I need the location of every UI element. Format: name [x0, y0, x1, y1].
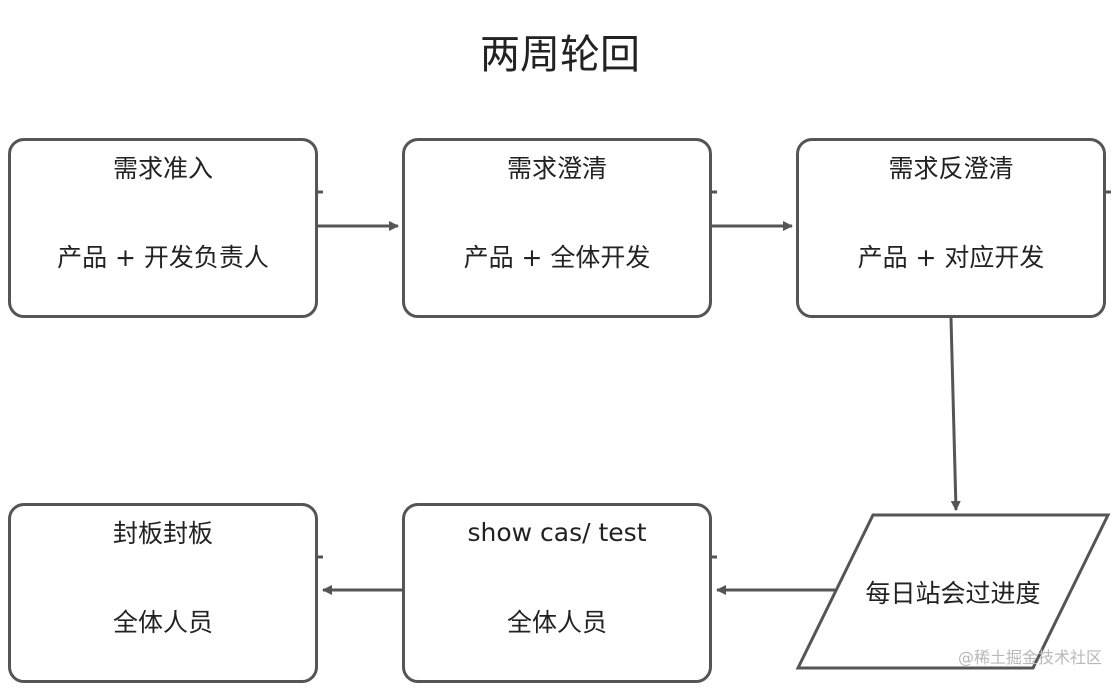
watermark: @稀土掘金技术社区: [957, 648, 1102, 667]
box-showcase-test: show cas/ test 全体人员: [402, 503, 712, 683]
box-body: 全体人员: [506, 607, 607, 637]
box-requirement-admission: 需求准入 产品 + 开发负责人: [8, 138, 318, 318]
box-header: 需求澄清: [506, 154, 607, 183]
parallelogram-label: 每日站会过进度: [865, 579, 1041, 608]
box-header: 需求反澄清: [888, 154, 1014, 183]
box-requirement-clarification: 需求澄清 产品 + 全体开发: [402, 138, 712, 318]
box-body: 产品 + 对应开发: [857, 242, 1045, 272]
box-body: 产品 + 全体开发: [463, 242, 651, 272]
box-header: show cas/ test: [467, 517, 647, 547]
box-code-freeze: 封板封板 全体人员: [8, 503, 318, 683]
box-header: 封板封板: [112, 519, 213, 548]
box-reverse-clarification: 需求反澄清 产品 + 对应开发: [796, 138, 1106, 318]
box-body: 全体人员: [112, 607, 213, 637]
diagram-title: 两周轮回: [480, 32, 640, 78]
arrow-box3-to-parallelogram: [949, 317, 961, 511]
box-body: 产品 + 开发负责人: [57, 242, 269, 272]
box-header: 需求准入: [112, 154, 213, 183]
parallelogram-daily-standup: [795, 513, 1111, 670]
